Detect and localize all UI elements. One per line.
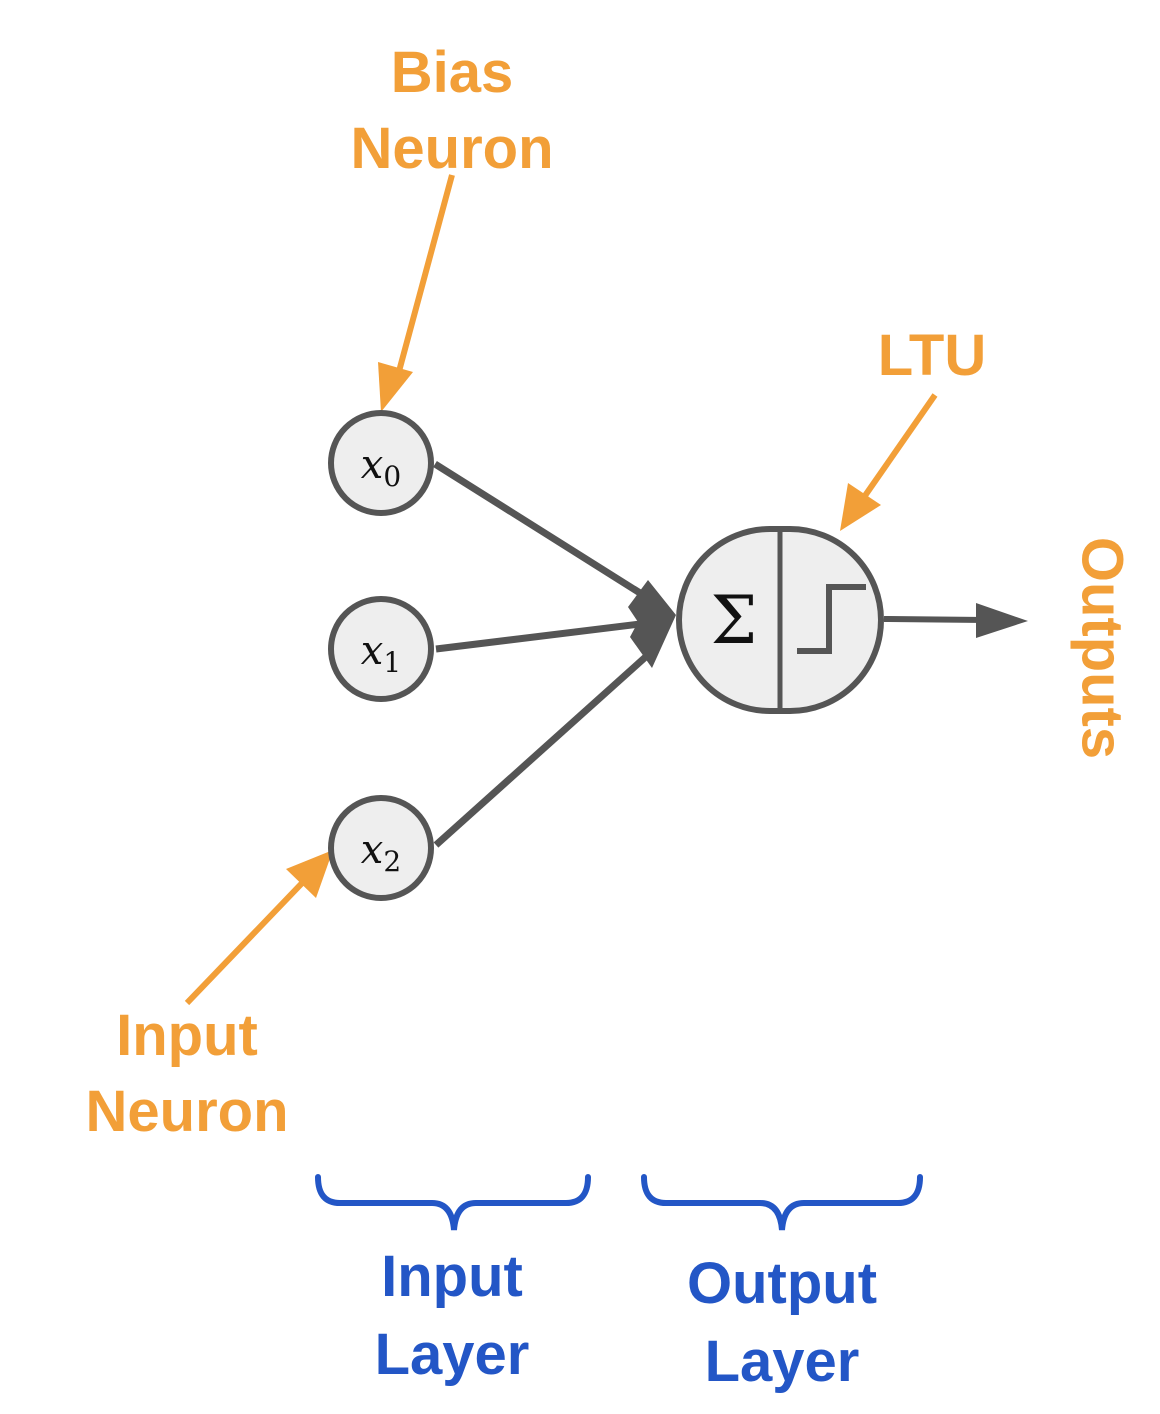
ltu-arrow	[840, 393, 938, 531]
outputs-label: Outputs	[1070, 537, 1135, 759]
input-node-x0: x0	[328, 410, 434, 516]
svg-text:x1: x1	[361, 628, 401, 679]
node-x2-subscript: 2	[383, 845, 401, 878]
input-node-x2: x2	[328, 795, 434, 901]
edges-arrowhead	[628, 580, 676, 668]
input-node-x1: x1	[328, 596, 434, 702]
input-layer-label-line2: Layer	[375, 1322, 530, 1387]
sum-symbol: Σ	[711, 582, 758, 659]
output-layer-brace	[641, 1174, 923, 1231]
input-neuron-arrow	[184, 850, 333, 1006]
bias-arrow	[378, 174, 455, 412]
step-function-icon	[797, 584, 866, 654]
ltu-label: LTU	[878, 323, 986, 388]
node-x0-symbol: x	[361, 442, 384, 488]
ltu-node: Σ	[676, 526, 884, 714]
svg-text:x0: x0	[361, 442, 401, 493]
input-layer-brace	[315, 1174, 591, 1231]
input-neuron-label-line1: Input	[116, 1003, 258, 1068]
input-layer-label-line1: Input	[381, 1244, 523, 1309]
bias-label-line1: Bias	[391, 40, 514, 105]
node-x1-symbol: x	[361, 628, 384, 674]
output-arrow	[883, 603, 1028, 638]
node-x1-subscript: 1	[383, 646, 401, 679]
svg-text:x2: x2	[361, 827, 401, 878]
connection-edges	[433, 461, 676, 848]
output-layer-label-line2: Layer	[705, 1329, 860, 1394]
node-x0-subscript: 0	[383, 460, 401, 493]
bias-label-line2: Neuron	[351, 116, 554, 181]
output-layer-label-line1: Output	[687, 1251, 877, 1316]
input-neuron-label-line2: Neuron	[86, 1079, 289, 1144]
node-x2-symbol: x	[361, 827, 384, 873]
